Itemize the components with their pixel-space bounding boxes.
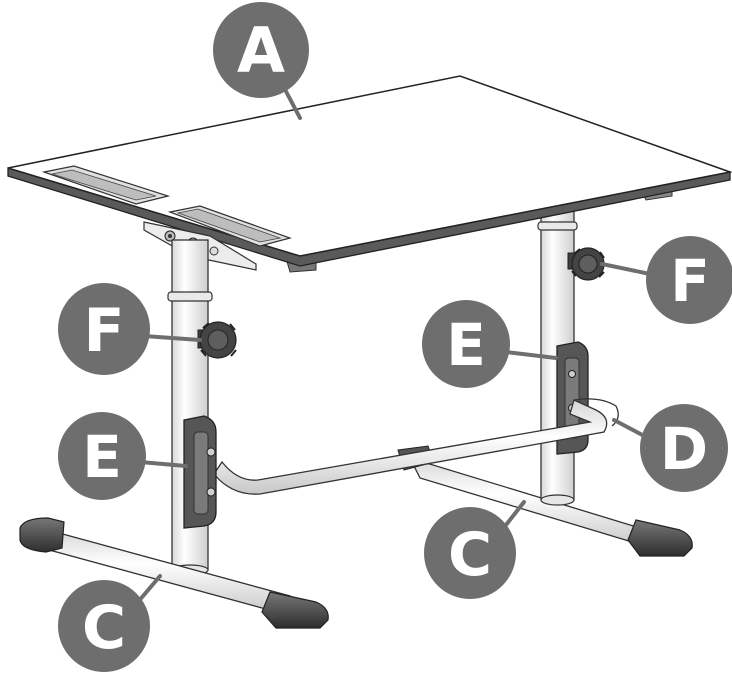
callout-e-left: E: [58, 412, 188, 500]
right-height-knob: [567, 247, 605, 281]
callout-a-label: A: [237, 14, 285, 87]
callout-e-left-label: E: [82, 423, 122, 491]
callout-a: A: [213, 2, 309, 120]
callout-f-right: F: [600, 236, 732, 324]
callout-c-right: C: [424, 500, 526, 599]
callout-e-right: E: [422, 300, 558, 388]
callout-f-left-label: F: [84, 296, 125, 366]
callout-c-left-label: C: [82, 593, 126, 663]
left-height-knob: [197, 321, 237, 359]
left-foot: [19, 517, 329, 629]
callout-f-left: F: [58, 283, 202, 375]
left-bracket: [183, 415, 217, 529]
callout-d-label: D: [660, 415, 708, 483]
tabletop: [7, 75, 732, 273]
callout-c-right-label: C: [448, 520, 492, 590]
callout-d: D: [612, 404, 728, 492]
callout-f-right-label: F: [670, 247, 710, 315]
callout-e-right-label: E: [446, 311, 486, 379]
callout-c-left: C: [58, 574, 162, 672]
